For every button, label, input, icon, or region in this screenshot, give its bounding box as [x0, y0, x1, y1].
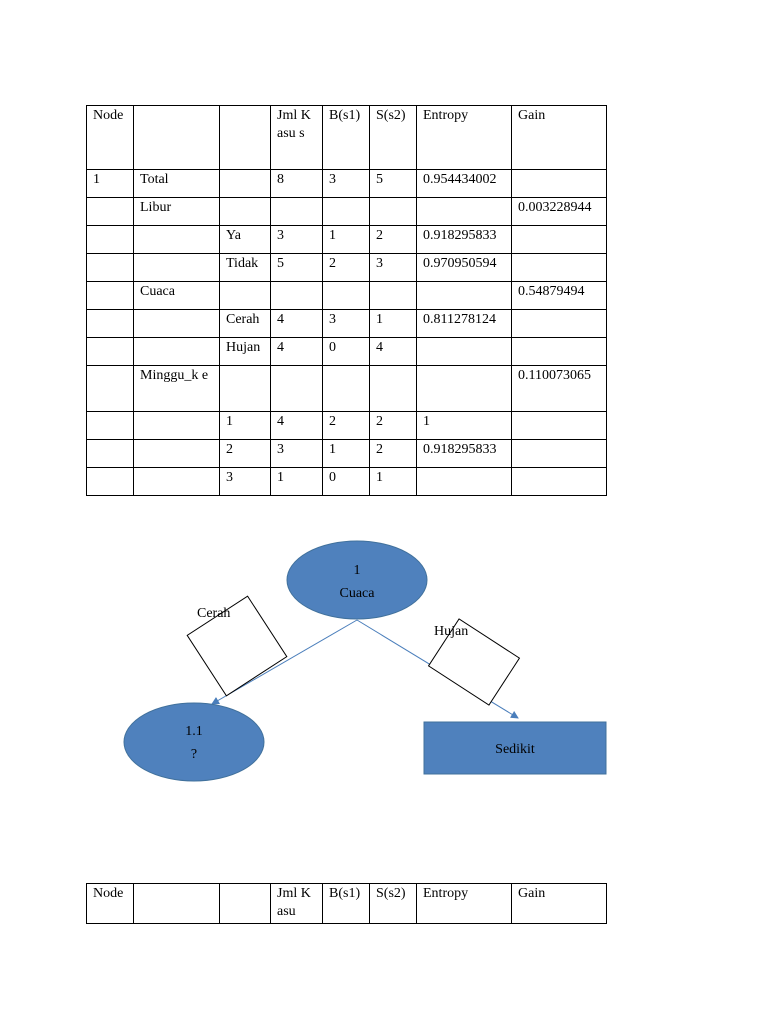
table-cell: Cerah	[219, 309, 271, 338]
table-cell: 4	[270, 309, 323, 338]
table-cell: 0	[322, 337, 370, 366]
table-cell	[219, 169, 271, 198]
table-cell: 0.811278124	[416, 309, 512, 338]
table-cell	[133, 467, 220, 496]
hujan-label-box	[427, 618, 521, 706]
table-cell: 0.954434002	[416, 169, 512, 198]
table-cell	[219, 883, 271, 924]
edge-label-cerah: Cerah	[197, 606, 230, 621]
table-cell: 0.918295833	[416, 439, 512, 468]
table-cell	[86, 365, 134, 412]
table-cell	[133, 253, 220, 282]
root-node	[286, 540, 428, 620]
table-cell: B(s1)	[322, 883, 370, 924]
table-cell	[133, 883, 220, 924]
table-cell: Jml Kasu s	[270, 105, 323, 170]
table-cell	[133, 105, 220, 170]
table-cell	[133, 309, 220, 338]
table-cell: Node	[86, 105, 134, 170]
table-cell: 1	[322, 439, 370, 468]
table-cell: 2	[369, 411, 417, 440]
left-child-label: ?	[191, 747, 197, 762]
table-cell	[511, 439, 607, 468]
table-cell	[416, 197, 512, 226]
table-cell: Libur	[133, 197, 220, 226]
table-cell: Jml Kasu	[270, 883, 323, 924]
left-child-id: 1.1	[185, 724, 203, 739]
root-node-label: Cuaca	[340, 586, 376, 601]
table-cell: 0.110073065	[511, 365, 607, 412]
table-cell	[511, 309, 607, 338]
right-leaf-node	[423, 721, 607, 775]
table-cell: 0.003228944	[511, 197, 607, 226]
table-cell: 1	[270, 467, 323, 496]
table-cell: 2	[322, 253, 370, 282]
table-cell	[219, 281, 271, 310]
table-cell: 1	[369, 467, 417, 496]
table-cell: 8	[270, 169, 323, 198]
table-cell	[369, 365, 417, 412]
table-row: Minggu_k e 0.110073065	[86, 365, 607, 412]
table-cell	[511, 337, 607, 366]
table-cell: 3	[322, 169, 370, 198]
table-cell	[133, 225, 220, 254]
table-cell	[86, 337, 134, 366]
table-cell: Entropy	[416, 105, 512, 170]
table-cell	[86, 467, 134, 496]
table-cell: S(s2)	[369, 883, 417, 924]
table-cell: 4	[369, 337, 417, 366]
table-cell: Gain	[511, 883, 607, 924]
table-cell: 2	[219, 439, 271, 468]
table-cell	[416, 281, 512, 310]
table-cell: Node	[86, 883, 134, 924]
edge-label-hujan: Hujan	[434, 624, 468, 639]
table-cell: 0.54879494	[511, 281, 607, 310]
table-row: Cuaca 0.54879494	[86, 281, 607, 310]
table-cell: 4	[270, 411, 323, 440]
table-cell	[511, 467, 607, 496]
right-leaf-label: Sedikit	[495, 742, 535, 757]
table-cell: Total	[133, 169, 220, 198]
table-cell	[133, 337, 220, 366]
table-cell: 4	[270, 337, 323, 366]
table-cell: Tidak	[219, 253, 271, 282]
table-cell: 3	[270, 225, 323, 254]
table-cell: 1	[219, 411, 271, 440]
table-cell: Minggu_k e	[133, 365, 220, 412]
table-cell	[270, 365, 323, 412]
table-cell	[511, 225, 607, 254]
cerah-label-box	[186, 595, 288, 697]
root-node-id: 1	[354, 563, 361, 578]
table-cell	[86, 225, 134, 254]
table-cell: 3	[219, 467, 271, 496]
left-child-node	[123, 702, 265, 782]
table-cell	[416, 365, 512, 412]
table-cell: Entropy	[416, 883, 512, 924]
table-cell: Cuaca	[133, 281, 220, 310]
table-cell	[270, 197, 323, 226]
table-cell: Hujan	[219, 337, 271, 366]
table-cell	[219, 197, 271, 226]
table-cell	[322, 197, 370, 226]
table-row: Libur 0.003228944	[86, 197, 607, 226]
